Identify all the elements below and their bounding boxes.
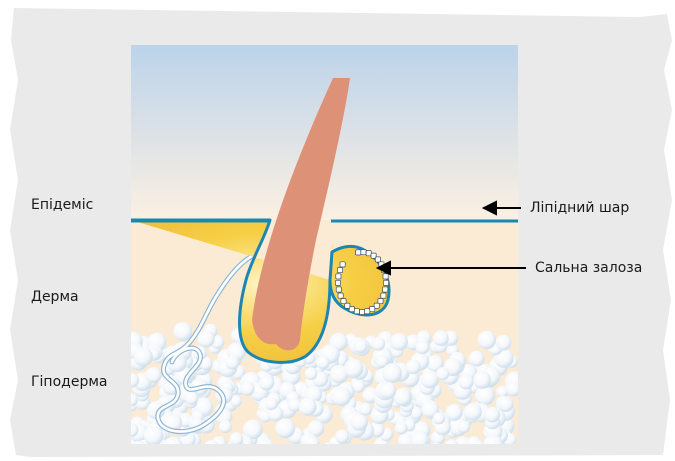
gland-cell: [337, 268, 342, 273]
fat-cell: [225, 356, 239, 370]
gland-cell: [338, 293, 343, 298]
fat-cell: [382, 363, 402, 383]
gland-cell: [383, 280, 388, 285]
gland-cell: [336, 274, 341, 279]
label-lipid-layer: Ліпідний шар: [530, 200, 629, 216]
fat-cell: [436, 367, 449, 380]
fat-cell: [371, 337, 385, 351]
fat-cell: [335, 430, 349, 444]
gland-cell: [365, 309, 370, 314]
fat-cell: [197, 330, 214, 347]
fat-cell: [496, 335, 512, 351]
fat-cell: [344, 359, 363, 378]
fat-cell: [265, 398, 278, 411]
fat-cell: [332, 387, 351, 406]
fat-cell: [354, 339, 368, 353]
gland-cell: [354, 309, 359, 314]
gland-cell: [340, 262, 345, 267]
gland-cell: [366, 251, 371, 256]
gland-cell: [361, 250, 366, 255]
fat-cell: [240, 381, 254, 395]
fat-cell: [484, 407, 500, 423]
fat-cell: [359, 403, 372, 416]
gland-cell: [383, 274, 388, 279]
fat-cell: [173, 322, 192, 341]
label-epidermis: Епідеміс: [31, 197, 93, 213]
fat-cell: [446, 404, 463, 421]
gland-cell: [370, 307, 375, 312]
gland-cell: [356, 250, 361, 255]
label-sebaceous-gland: Сальна залоза: [535, 260, 642, 276]
fat-cell: [146, 367, 162, 383]
fat-cell: [379, 382, 396, 399]
fat-cell: [433, 412, 445, 424]
fat-cell: [433, 330, 449, 346]
fat-cell: [134, 347, 153, 366]
fat-cell: [457, 420, 470, 433]
fat-cell: [275, 418, 295, 438]
fat-cell: [478, 331, 496, 349]
fat-cell: [458, 374, 473, 389]
gland-cell: [383, 287, 388, 292]
gland-cell: [375, 257, 380, 262]
fat-cell: [473, 371, 491, 389]
gland-cell: [341, 299, 346, 304]
fat-cell: [469, 351, 485, 367]
fat-cell: [219, 420, 232, 433]
gland-cell: [336, 287, 341, 292]
fat-cell: [464, 403, 482, 421]
fat-cell: [305, 367, 318, 380]
gland-cell: [359, 309, 364, 314]
fat-cell: [230, 432, 244, 446]
label-dermis: Дерма: [31, 289, 79, 305]
fat-cell: [144, 426, 164, 446]
fat-cell: [498, 396, 514, 412]
fat-cell: [350, 413, 368, 431]
fat-cell: [475, 385, 495, 405]
gland-cell: [335, 280, 340, 285]
fat-cell: [416, 340, 430, 354]
fat-cell: [316, 356, 330, 370]
label-hypodermis: Гіподерма: [31, 374, 107, 390]
fat-cell: [185, 392, 198, 405]
gland-cell: [381, 293, 386, 298]
fat-cell: [395, 422, 408, 435]
fat-cell: [406, 359, 421, 374]
fat-cell: [298, 398, 316, 416]
fat-cell: [390, 333, 408, 351]
fat-cell: [259, 375, 275, 391]
